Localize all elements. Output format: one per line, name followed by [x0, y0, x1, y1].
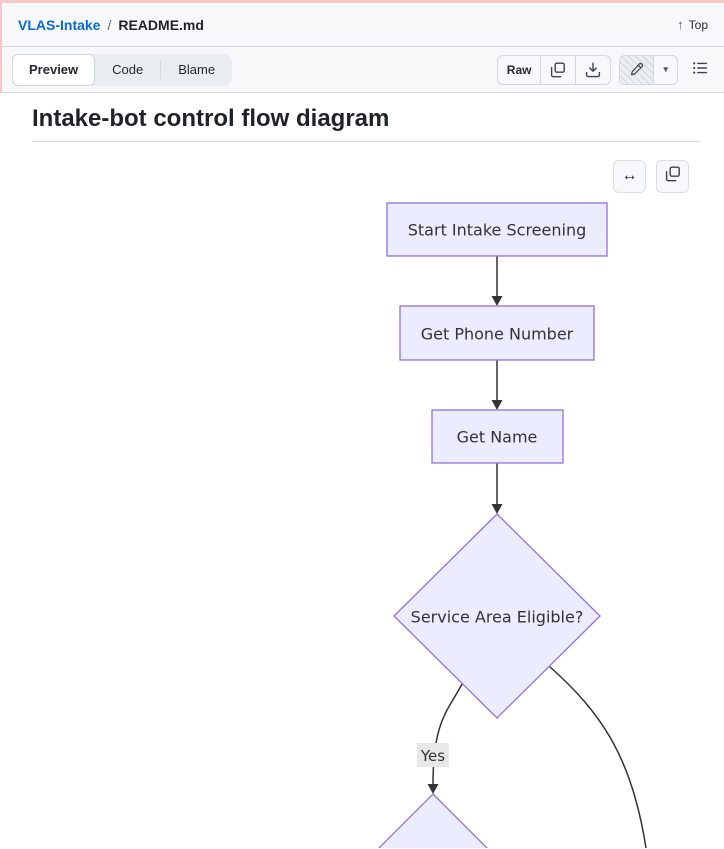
tab-preview[interactable]: Preview — [12, 53, 96, 86]
diagram-copy-button[interactable] — [656, 159, 689, 193]
markdown-body: Intake-bot control flow diagram ↔ — [0, 93, 724, 848]
svg-text:Start Intake Screening: Start Intake Screening — [408, 220, 586, 239]
file-name: README.md — [118, 16, 204, 33]
arrowhead-name — [491, 399, 503, 410]
raw-button[interactable]: Raw — [498, 55, 542, 84]
arrowhead-eligible — [491, 503, 503, 514]
page-title: Intake-bot control flow diagram — [32, 105, 700, 142]
node-phone: Get Phone Number — [399, 305, 595, 361]
node-eligible: Service Area Eligible? — [393, 512, 601, 719]
edit-dropdown-button[interactable]: ▾ — [654, 56, 677, 84]
copy-icon — [665, 166, 681, 187]
tab-blame[interactable]: Blame — [161, 54, 232, 86]
svg-text:Yes: Yes — [420, 747, 445, 765]
file-actions: Raw — [496, 54, 714, 85]
copy-icon — [550, 62, 566, 78]
pencil-icon — [629, 62, 644, 77]
tab-code[interactable]: Code — [95, 54, 160, 86]
back-to-top-label: Top — [688, 17, 708, 32]
arrowhead-yes — [427, 783, 439, 794]
edge-label-yes: Yes — [417, 742, 449, 767]
list-unordered-icon — [692, 60, 708, 79]
breadcrumb-separator: / — [107, 16, 112, 33]
arrow-up-icon: ↑ — [677, 17, 684, 32]
flowchart-svg: Start Intake Screening Get Phone Number … — [378, 202, 647, 848]
edit-button[interactable] — [620, 55, 655, 84]
edit-button-group: ▾ — [619, 54, 678, 85]
outline-button[interactable] — [686, 56, 714, 84]
edge-eligible-yes — [432, 683, 463, 785]
top-accent-strip — [0, 0, 724, 3]
mermaid-diagram: ↔ — [32, 144, 700, 848]
triangle-down-icon: ▾ — [663, 64, 668, 74]
svg-text:Service Area Eligible?: Service Area Eligible? — [411, 607, 584, 626]
node-start: Start Intake Screening — [386, 202, 608, 257]
arrow-left-right-icon: ↔ — [621, 167, 638, 185]
svg-text:Get Name: Get Name — [457, 427, 538, 446]
download-icon — [585, 62, 601, 78]
file-view-toolbar: Preview Code Blame Raw — [2, 47, 724, 93]
file-tabs: Preview Code Blame — [12, 53, 233, 86]
breadcrumb-row: VLAS-Intake / README.md ↑ Top — [2, 3, 724, 47]
repo-link[interactable]: VLAS-Intake — [18, 16, 101, 33]
download-button[interactable] — [576, 56, 610, 84]
breadcrumb: VLAS-Intake / README.md — [18, 17, 204, 33]
mermaid-controls: ↔ — [613, 159, 689, 193]
arrowhead-phone — [491, 295, 503, 306]
file-header: VLAS-Intake / README.md ↑ Top Preview Co… — [0, 3, 724, 93]
copy-raw-button[interactable] — [541, 55, 577, 84]
back-to-top-link[interactable]: ↑ Top — [677, 17, 708, 32]
node-name: Get Name — [431, 409, 564, 464]
svg-text:Get Phone Number: Get Phone Number — [421, 324, 574, 343]
node-next-partial — [378, 792, 488, 848]
edge-eligible-no — [548, 665, 647, 848]
tab-divider — [160, 60, 162, 79]
diagram-expand-button[interactable]: ↔ — [613, 159, 646, 193]
raw-button-group: Raw — [496, 54, 612, 85]
